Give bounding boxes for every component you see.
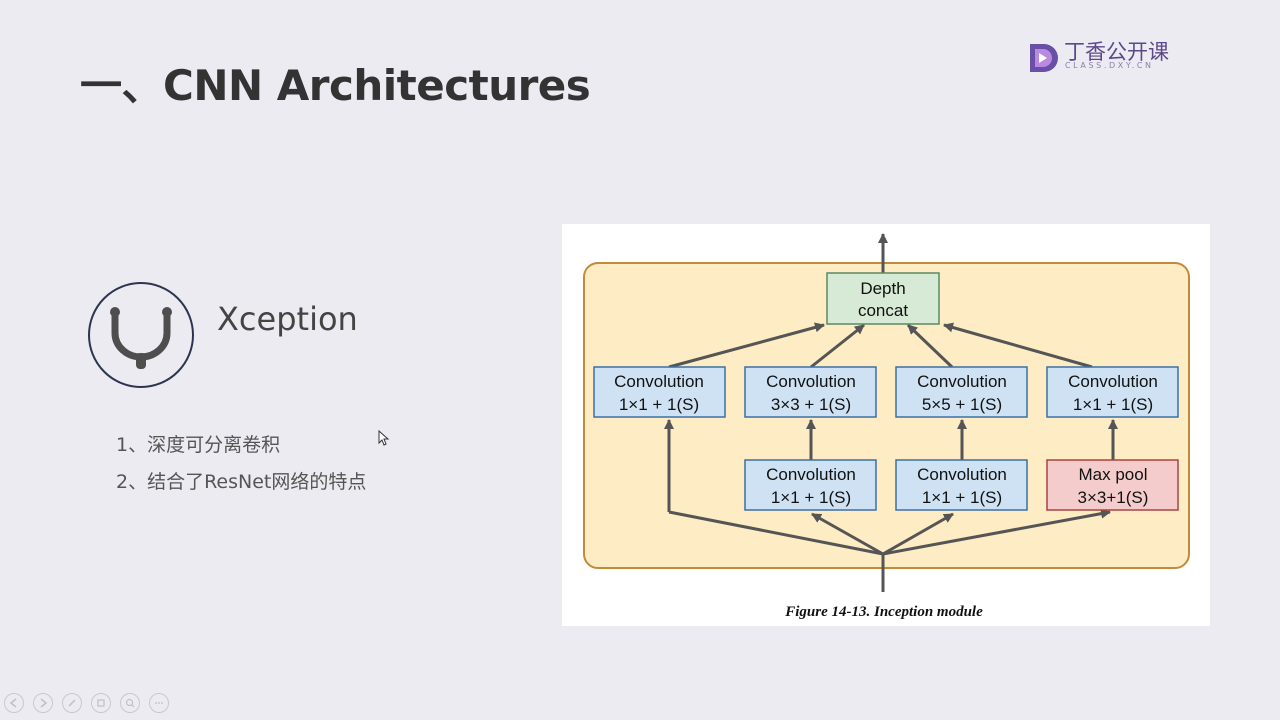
depth-concat-line1: Depth [860, 279, 905, 298]
stethoscope-icon [88, 282, 194, 388]
zoom-icon[interactable] [120, 693, 140, 713]
conv-box-top-2: Convolution 3×3 + 1(S) [744, 366, 877, 418]
arrow-concat-1 [668, 322, 825, 369]
box-label: 1×1 + 1(S) [922, 488, 1002, 507]
arrow-concat-4 [943, 322, 1093, 369]
more-icon[interactable] [149, 693, 169, 713]
next-icon[interactable] [33, 693, 53, 713]
slide-title: 一、CNN Architectures [80, 61, 591, 110]
logo-subtitle: CLASS.DXY.CN [1065, 61, 1154, 70]
box-label: Max pool [1079, 465, 1148, 484]
box-label: Convolution [766, 465, 856, 484]
maxpool-box: Max pool 3×3+1(S) [1046, 459, 1179, 511]
conv-box-top-1: Convolution 1×1 + 1(S) [593, 366, 726, 418]
arrow-concat-3 [906, 323, 954, 369]
box-label: Convolution [917, 465, 1007, 484]
presentation-toolbar [4, 693, 169, 715]
figure-caption: Figure 14-13. Inception module [784, 604, 983, 620]
box-label: Convolution [614, 372, 704, 391]
box-label: 1×1 + 1(S) [1073, 395, 1153, 414]
logo-name: 丁香公开课 [1064, 40, 1169, 64]
box-label: 1×1 + 1(S) [771, 488, 851, 507]
depth-concat-box: Depth concat [826, 272, 940, 325]
box-label: 3×3 + 1(S) [771, 395, 851, 414]
box-label: 5×5 + 1(S) [922, 395, 1002, 414]
inception-figure: Depth concat Convolution 1×1 + 1(S) Conv… [562, 224, 1210, 626]
arrow-split-3 [882, 512, 954, 556]
module-frame [583, 262, 1190, 569]
arrow-split-1 [668, 510, 884, 556]
inception-diagram: Depth concat Convolution 1×1 + 1(S) Conv… [583, 233, 1190, 620]
logo: 丁香公开课 CLASS.DXY.CN [1024, 38, 1184, 78]
bullet-list: 1、深度可分离卷积 2、结合了ResNet网络的特点 [116, 432, 366, 506]
conv-box-bottom-1: Convolution 1×1 + 1(S) [744, 459, 877, 511]
arrow-concat-2 [810, 323, 865, 369]
box-label: Convolution [1068, 372, 1158, 391]
conv-box-top-4: Convolution 1×1 + 1(S) [1046, 366, 1179, 418]
box-label: 3×3+1(S) [1078, 488, 1149, 507]
bullet-item: 1、深度可分离卷积 [116, 434, 281, 456]
box-label: Convolution [917, 372, 1007, 391]
arrow-split-2 [811, 512, 884, 556]
depth-concat-line2: concat [858, 301, 908, 320]
logo-mark-icon [1030, 44, 1058, 72]
arrow-split-4 [882, 508, 1111, 556]
conv-box-bottom-2: Convolution 1×1 + 1(S) [895, 459, 1028, 511]
bullet-item: 2、结合了ResNet网络的特点 [116, 471, 367, 493]
box-label: Convolution [766, 372, 856, 391]
prev-icon[interactable] [4, 693, 24, 713]
conv-box-top-3: Convolution 5×5 + 1(S) [895, 366, 1028, 418]
slides-icon[interactable] [91, 693, 111, 713]
pen-icon[interactable] [62, 693, 82, 713]
mouse-cursor-icon [378, 430, 390, 446]
topic-title: Xception [217, 300, 358, 338]
box-label: 1×1 + 1(S) [619, 395, 699, 414]
